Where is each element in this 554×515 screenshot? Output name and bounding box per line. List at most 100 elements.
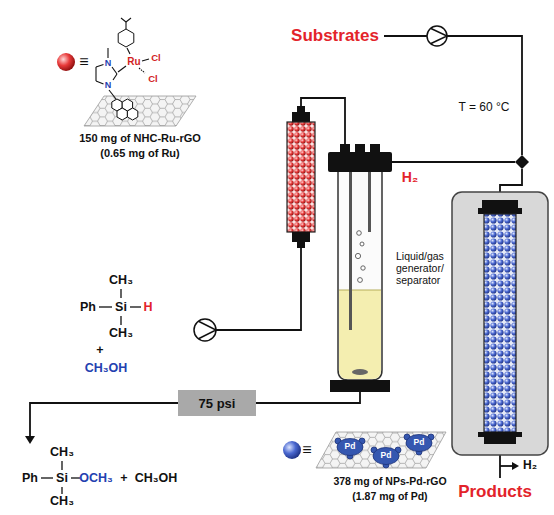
formula-label: CH₃OH	[135, 471, 178, 485]
pd-catalyst-structure	[335, 434, 434, 468]
ru-column	[292, 232, 310, 242]
ru-catalyst-structure	[127, 108, 137, 120]
ru-catalyst-structure	[84, 96, 196, 126]
ru-catalyst-structure	[125, 22, 126, 29]
ru-catalyst-structure	[139, 68, 145, 73]
tubing-line	[30, 403, 178, 437]
atom-label: Ru	[127, 56, 140, 68]
pd-column	[484, 437, 516, 444]
plus-sign: +	[120, 471, 127, 485]
generator-vessel	[368, 172, 371, 232]
bond-line	[120, 316, 121, 325]
formula-label: Ph	[80, 300, 96, 314]
bond-line	[61, 461, 62, 470]
ru-catalyst-structure	[95, 67, 96, 81]
catalyst-amount: 150 mg of NHC-Ru-rGO	[79, 132, 201, 145]
tubing-line	[30, 36, 522, 478]
vessel-label: Liquid/gas generator/separator	[396, 250, 447, 286]
pd-column	[452, 192, 548, 455]
ru-catalyst-structure	[57, 53, 75, 71]
ru-catalyst-structure	[112, 29, 138, 120]
generator-vessel	[340, 144, 350, 152]
catalyst-amount: (0.65 mg of Ru)	[100, 147, 179, 160]
ru-catalyst-structure	[127, 48, 130, 54]
catalyst-amount: (1.87 mg of Pd)	[352, 490, 427, 502]
equivalence-sign: ≡	[302, 441, 311, 459]
bond-line	[99, 306, 112, 307]
pump-symbol	[194, 26, 447, 341]
atom-label: Pd	[345, 442, 356, 452]
tubing-line	[384, 35, 427, 37]
ru-catalyst-structure	[57, 18, 196, 126]
ru-column	[287, 122, 315, 232]
gas-label: H₂	[523, 459, 537, 473]
ru-catalyst-structure	[96, 81, 104, 84]
pump-symbol	[194, 319, 216, 341]
pd-catalyst-structure	[283, 441, 301, 459]
formula-label: Si	[56, 471, 68, 485]
pd-column	[478, 208, 522, 214]
tubing-line	[500, 465, 512, 467]
formula-label: H	[143, 300, 152, 314]
gas-label: H₂	[402, 169, 418, 185]
bond-line	[130, 306, 141, 307]
pd-column	[452, 192, 548, 455]
pressure-label: 75 psi	[199, 396, 236, 411]
generator-vessel	[355, 253, 360, 258]
generator-vessel	[330, 380, 390, 392]
pd-column	[478, 432, 522, 437]
pump-symbol	[431, 29, 447, 44]
generator-vessel	[349, 172, 352, 330]
ru-catalyst-structure	[107, 48, 108, 58]
bond-line	[41, 477, 53, 478]
generator-vessel	[357, 231, 362, 236]
generator-vessel	[338, 172, 382, 380]
ru-catalyst-structure	[96, 18, 149, 99]
ru-catalyst-structure	[142, 59, 149, 61]
formula-label: CH₃	[50, 494, 74, 508]
atom-label: Pd	[381, 451, 392, 461]
atom-label: N	[105, 80, 112, 90]
temperature-label: T = 60 °C	[459, 101, 510, 115]
catalyst-amount: 378 mg of NPs-Pd-rGO	[333, 475, 446, 487]
ru-catalyst-structure	[113, 74, 117, 80]
pd-catalyst-structure	[373, 448, 399, 465]
ru-catalyst-structure	[96, 65, 104, 68]
ru-catalyst-structure	[126, 18, 131, 22]
ru-column	[297, 242, 305, 248]
pd-catalyst-structure	[316, 432, 446, 468]
generator-vessel	[339, 290, 381, 291]
ru-catalyst-structure	[109, 90, 116, 99]
formula-label: CH₃	[109, 273, 133, 287]
tubing-line	[447, 36, 522, 155]
generator-vessel	[358, 278, 363, 283]
generator-vessel	[328, 152, 392, 172]
plus-sign: +	[96, 343, 103, 357]
formula-label: Ph	[22, 471, 38, 485]
pd-column	[484, 214, 516, 432]
atom-label: Pd	[414, 438, 425, 448]
bond-line	[120, 289, 121, 298]
tubing-line	[216, 248, 301, 330]
formula-label: Si	[115, 300, 127, 314]
stream-label: Products	[458, 482, 532, 502]
pump-symbol	[427, 26, 447, 46]
generator-vessel	[355, 231, 365, 283]
pd-catalyst-structure	[406, 435, 432, 452]
pd-column	[482, 200, 518, 208]
tubing-line	[256, 392, 360, 403]
ru-catalyst-structure	[84, 96, 196, 126]
bond-line	[61, 487, 62, 494]
ru-column	[287, 106, 315, 248]
equivalence-sign: ≡	[79, 53, 88, 71]
ru-column	[292, 112, 310, 122]
stream-label: Substrates	[291, 26, 379, 46]
formula-label: CH₃	[109, 326, 133, 340]
pd-catalyst-structure	[337, 439, 363, 456]
atom-label: Cl	[151, 53, 161, 64]
arrow-head	[25, 436, 35, 444]
formula-label: CH₃	[50, 445, 74, 459]
atom-label: Cl	[148, 74, 158, 85]
